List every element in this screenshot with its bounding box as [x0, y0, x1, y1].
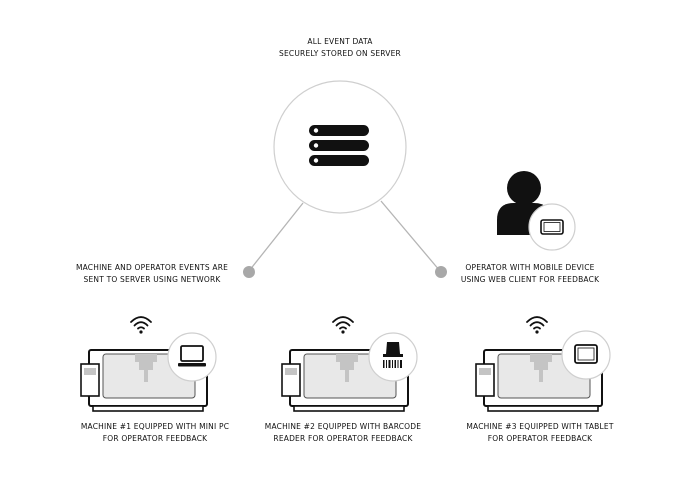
network-caption: MACHINE AND OPERATOR EVENTS ARE SENT TO …	[75, 263, 229, 284]
connector-lines	[243, 200, 447, 278]
machine-1	[80, 316, 217, 412]
server-icon	[309, 125, 369, 166]
machine-3	[475, 316, 611, 412]
connector-line-left	[248, 202, 304, 272]
machine-2	[281, 316, 418, 412]
wifi-icon	[130, 316, 152, 335]
machine-1-caption: MACHINE #1 EQUIPPED WITH MINI PC FOR OPE…	[80, 422, 230, 443]
server-caption: ALL EVENT DATA SECURELY STORED ON SERVER	[279, 37, 401, 58]
connector-line-right	[380, 200, 441, 272]
operator-figure	[497, 171, 576, 251]
laptop-icon	[178, 345, 206, 367]
operator-caption: OPERATOR WITH MOBILE DEVICE USING WEB CL…	[460, 263, 600, 284]
barcode-reader-icon	[383, 342, 403, 368]
node-dot-right	[435, 266, 447, 278]
machine-2-caption: MACHINE #2 EQUIPPED WITH BARCODE READER …	[264, 422, 422, 443]
node-dot-left	[243, 266, 255, 278]
server-node	[273, 80, 407, 214]
wifi-icon	[332, 316, 354, 335]
mobile-device-icon	[540, 219, 564, 235]
machine-3-caption: MACHINE #3 EQUIPPED WITH TABLET FOR OPER…	[466, 422, 614, 443]
tablet-icon	[574, 344, 598, 364]
wifi-icon	[526, 316, 548, 335]
